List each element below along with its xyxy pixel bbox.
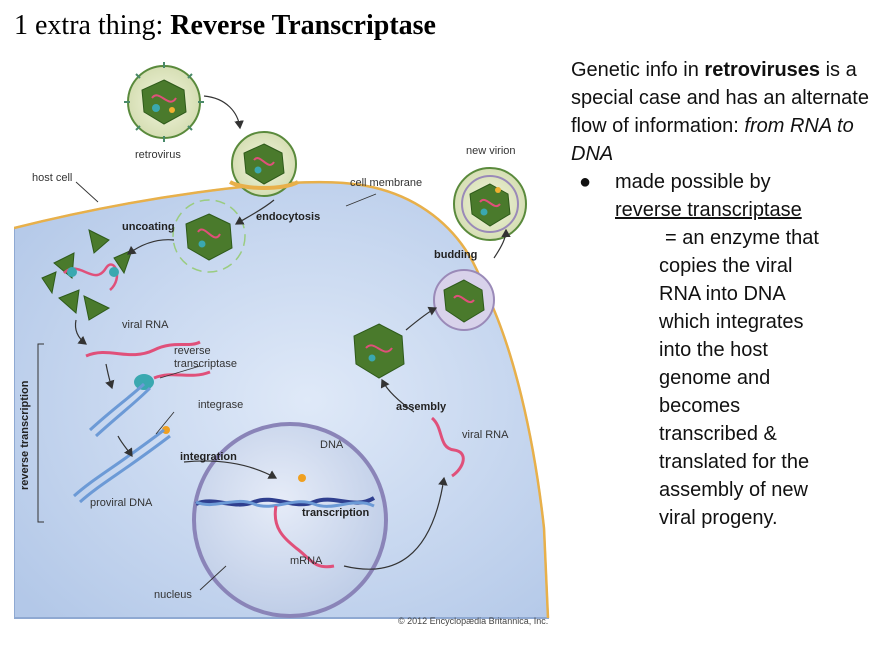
label-integration: integration: [180, 451, 237, 463]
proviral-dna: [72, 428, 165, 498]
uncoating-rna: [63, 263, 119, 291]
reverse-transcription-bracket: [37, 343, 44, 523]
label-integrase: integrase: [198, 399, 243, 411]
intro-paragraph: Genetic info in retroviruses is a specia…: [571, 56, 871, 168]
retrovirus-particle: [124, 62, 204, 142]
intro-italic: from RNA to DNA: [571, 115, 854, 165]
definition-line-5: into the host: [659, 339, 768, 361]
intro-part-2: is a special case and has an alternate f…: [571, 59, 869, 137]
definition-line-1: = an enzyme that: [665, 227, 819, 249]
bullet-text-2: reverse transcriptase: [615, 199, 802, 221]
label-nucleus: nucleus: [154, 589, 192, 601]
definition-line-2: copies the viral: [659, 255, 793, 277]
label-transcriptase: transcriptase: [174, 358, 237, 370]
label-endocytosis: endocytosis: [256, 211, 320, 223]
definition-line-8: transcribed &: [659, 423, 777, 445]
retrovirus-life-cycle-diagram: retrovirus host cell cell membrane new v…: [14, 58, 560, 632]
rt-dna-strand: [88, 382, 146, 432]
label-host-cell: host cell: [32, 172, 72, 184]
integrase-enzyme: [162, 426, 170, 434]
label-transcription: transcription: [302, 507, 370, 519]
definition-line-6: genome and: [659, 367, 771, 389]
label-assembly: assembly: [396, 401, 447, 413]
process-arrows: [74, 95, 511, 570]
bullet-dot-icon: ●: [579, 171, 592, 193]
docking-virus: [229, 131, 299, 197]
slide-title: 1 extra thing: Reverse Transcriptase: [14, 10, 436, 42]
label-reverse: reverse: [174, 345, 211, 357]
label-reverse-transcription: reverse transcription: [19, 380, 31, 490]
label-leaders: [75, 181, 377, 591]
copyright-notice: © 2012 Encyclopædia Britannica, Inc.: [398, 616, 549, 626]
endocytosis-virus: [172, 199, 246, 273]
intro-part-1: Genetic info in: [571, 59, 705, 81]
bullet-text-1: made possible by: [615, 171, 771, 193]
new-virion: [453, 167, 527, 241]
viral-rna-right: [430, 416, 465, 478]
intro-bold: retroviruses: [704, 59, 821, 81]
label-viral-rna-right: viral RNA: [462, 429, 509, 441]
cell-membrane: [14, 180, 550, 619]
budding-virus: [433, 269, 495, 331]
label-dna: DNA: [320, 439, 344, 451]
label-retrovirus: retrovirus: [135, 149, 181, 161]
mrna-strand: [273, 505, 335, 569]
label-mrna: mRNA: [290, 555, 323, 567]
bullet-item: ● made possible by reverse transcriptase: [571, 168, 871, 224]
assembly-virus: [353, 323, 405, 379]
viral-rna-left: [85, 340, 201, 358]
diagram-svg: retrovirus host cell cell membrane new v…: [14, 62, 550, 619]
title-bold: Reverse Transcriptase: [170, 10, 436, 41]
definition-line-7: becomes: [659, 395, 741, 417]
explanation-text: Genetic info in retroviruses is a specia…: [571, 56, 871, 532]
label-uncoating: uncoating: [122, 221, 175, 233]
label-cell-membrane: cell membrane: [350, 177, 422, 189]
nucleus: [192, 422, 388, 618]
definition-line-11: viral progeny.: [659, 507, 778, 529]
reverse-transcriptase-enzyme: [134, 374, 154, 390]
definition-line-3: RNA into DNA: [659, 283, 786, 305]
label-budding: budding: [434, 249, 477, 261]
definition-line-4: which integrates: [659, 311, 804, 333]
label-proviral-dna: proviral DNA: [90, 497, 153, 509]
label-new-virion: new virion: [466, 145, 516, 157]
label-viral-rna-left: viral RNA: [122, 319, 169, 331]
definition-line-10: assembly of new: [659, 479, 808, 501]
title-prefix: 1 extra thing:: [14, 10, 171, 41]
definition-line-9: translated for the: [659, 451, 810, 473]
